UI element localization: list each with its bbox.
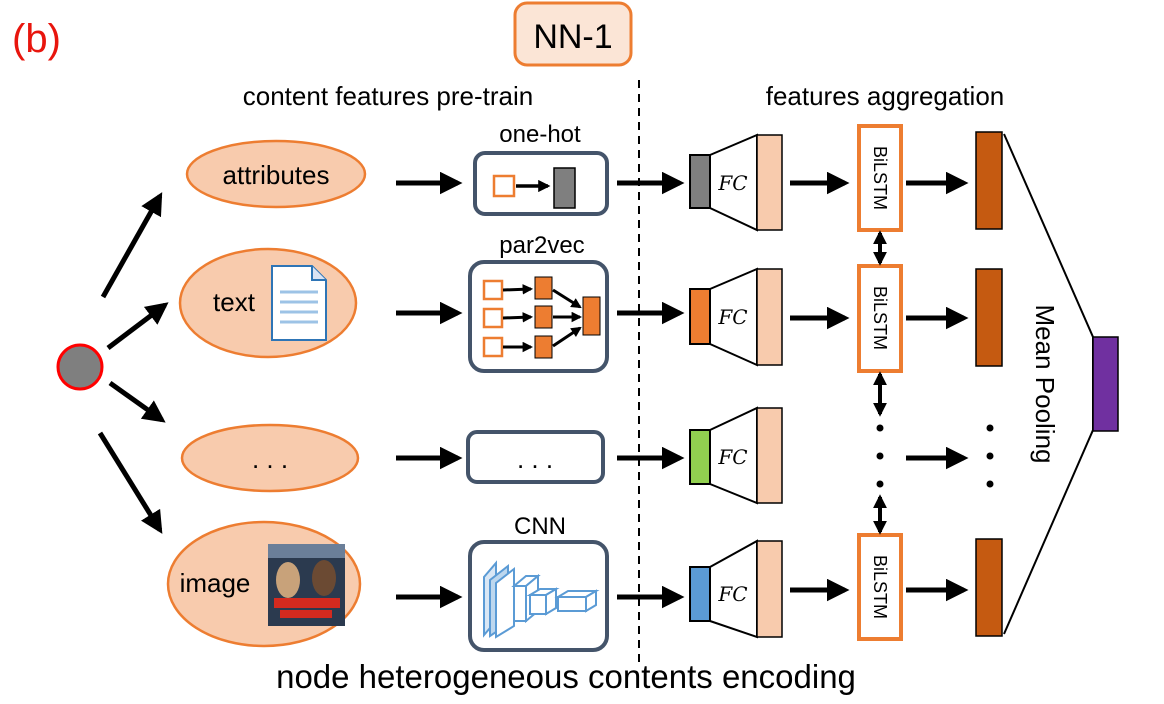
ellipsis-encoder-box <box>466 430 605 484</box>
cnn-layers-icon <box>483 560 600 639</box>
node-to-image-arrow <box>97 431 163 534</box>
bilstm-label: BiLSTM <box>870 555 890 619</box>
output-vector-4 <box>975 538 1003 637</box>
fc-label: FC <box>717 582 747 606</box>
attributes-input <box>185 139 367 209</box>
root-node <box>56 343 104 391</box>
fc-label: FC <box>717 171 747 195</box>
fc-block-image: FC <box>689 539 783 639</box>
section-left-header: content features pre-train <box>243 81 534 111</box>
onehot-input-square <box>492 174 516 198</box>
node-to-attributes-arrow <box>100 192 163 299</box>
output-ellipsis <box>986 424 994 488</box>
title-box-label: NN-1 <box>533 18 612 56</box>
fc-block-text: FC <box>689 267 783 367</box>
cnn-label: CNN <box>514 513 566 540</box>
attributes-label: attributes <box>223 160 330 190</box>
bilstm-block-2: BiLSTM <box>857 264 903 373</box>
title-box <box>513 1 633 67</box>
fc-label: FC <box>717 305 747 329</box>
ellipsis-input-label: . . . <box>252 444 288 474</box>
text-input <box>178 247 358 359</box>
bilstm-label: BiLSTM <box>870 146 890 210</box>
bilstm-block-1: BiLSTM <box>857 124 903 232</box>
panel-label: (b) <box>12 17 61 61</box>
output-vector-2 <box>975 268 1003 367</box>
ellipsis-input <box>180 423 360 493</box>
pooled-embedding <box>1092 336 1119 432</box>
ellipsis-encoder-label: . . . <box>517 444 553 474</box>
node-to-ellipsis-arrow <box>108 380 166 423</box>
fc-block-ellipsis: FC <box>689 406 783 505</box>
section-right-header: features aggregation <box>766 81 1005 111</box>
bilstm-block-4: BiLSTM <box>857 533 903 641</box>
text-label: text <box>213 287 256 317</box>
diagram-caption: node heterogeneous contents encoding <box>276 658 856 695</box>
bilstm-ellipsis <box>876 424 884 488</box>
par2vec-network <box>482 276 601 359</box>
image-label: image <box>180 568 251 598</box>
node-to-text-arrow <box>106 302 169 350</box>
par2vec-label: par2vec <box>499 232 584 259</box>
fc-label: FC <box>717 445 747 469</box>
document-icon <box>271 265 327 341</box>
output-vector-1 <box>975 131 1003 230</box>
fc-block-attributes: FC <box>689 133 783 232</box>
mean-pooling-label: Mean Pooling <box>1030 305 1060 464</box>
movie-poster-icon <box>268 544 345 626</box>
bilstm-label: BiLSTM <box>870 286 890 350</box>
onehot-label: one-hot <box>499 121 581 148</box>
onehot-output-vector <box>553 167 576 209</box>
